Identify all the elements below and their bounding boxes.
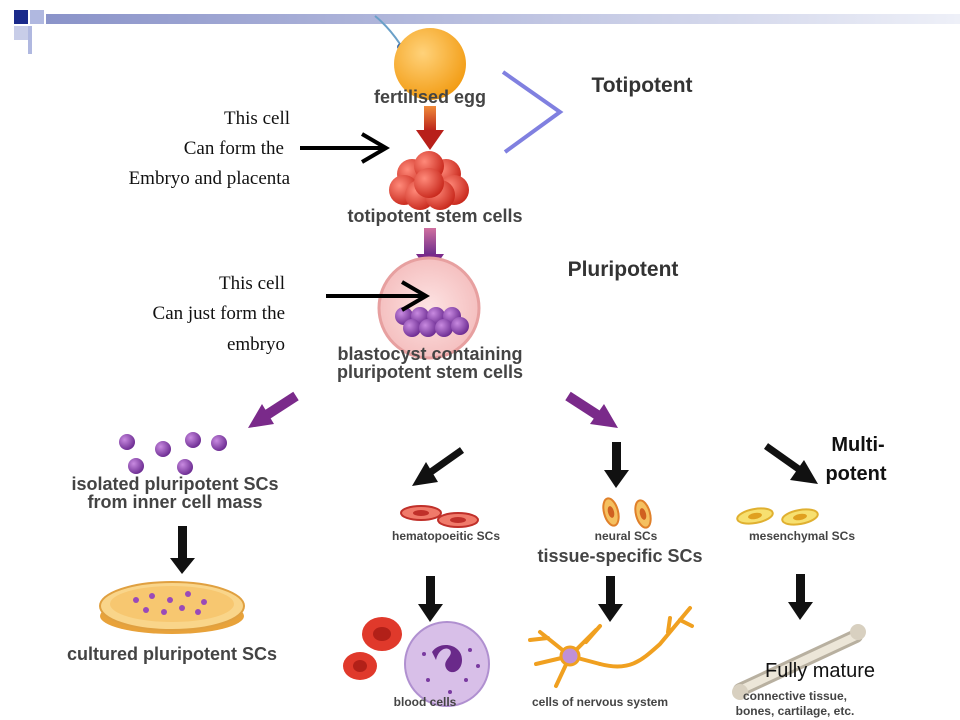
hematopoietic-cells [400,505,479,528]
arrow-to-nervous-cells [598,576,623,622]
arrow-to-connective-tissue [788,574,813,620]
totipotent-heading: Totipotent [591,74,692,97]
blood-cells-illustration [343,617,490,707]
connective-label-line-2: bones, cartilage, etc. [736,704,855,718]
pluripotent-pointer-arrow [326,280,430,312]
mesenchymal-label: mesenchymal SCs [749,529,855,543]
blastocyst-label-line-1: blastocyst containing [337,344,522,364]
neural-label: neural SCs [595,529,658,543]
isolated-pluripotent-cells [119,432,227,475]
slide-decoration [14,10,960,54]
pluripotent-note-line-1: This cell [219,273,285,294]
blood-cells-label: blood cells [394,695,457,709]
neural-cells [602,497,652,529]
totipotent-note-line-1: This cell [224,108,290,129]
arrow-to-blood-cells [418,576,443,622]
pluripotent-note-line-2: Can just form the [153,303,285,324]
cultured-label: cultured pluripotent SCs [67,644,277,664]
blastocyst [377,256,481,360]
totipotent-note-line-2: Can form the [184,138,284,159]
fertilised-egg-label: fertilised egg [374,87,486,107]
arrow-isolated-to-cultured [170,526,195,574]
arrow-to-neural [604,442,629,488]
multipotent-heading-line-2: potent [825,463,886,485]
fertilised-egg [374,15,466,100]
fully-mature-label: Fully mature [765,660,875,682]
neuron-nucleus-icon [559,645,581,667]
hematopoietic-label: hematopoeitic SCs [392,529,500,543]
arrow-to-mesenchymal [763,443,818,484]
petri-dish [99,581,245,634]
bone-illustration [732,624,866,700]
tissue-specific-label: tissue-specific SCs [537,546,702,566]
multipotent-heading-line-1: Multi- [831,434,884,456]
isolated-label-line-2: from inner cell mass [87,492,262,512]
mesenchymal-cells [736,507,819,526]
blastocyst-label-line-2: pluripotent stem cells [337,362,523,382]
totipotent-pointer-arrow [300,132,390,164]
arrow-blastocyst-to-isolated [248,391,299,428]
arrow-blastocyst-to-tissue [565,391,618,428]
isolated-label-line-1: isolated pluripotent SCs [71,474,278,494]
arrow-egg-to-totipotent [416,106,444,150]
totipotent-cell-cluster [389,151,469,210]
totipotent-cells-label: totipotent stem cells [347,206,522,226]
pluripotent-note-line-3: embryo [227,334,285,355]
arrow-to-hematopoietic [412,447,465,486]
nervous-cells-label: cells of nervous system [532,695,668,709]
totipotent-note-line-3: Embryo and placenta [129,168,291,189]
connective-label-line-1: connective tissue, [743,689,847,703]
totipotent-bracket [501,70,564,154]
pluripotent-heading: Pluripotent [568,258,679,281]
